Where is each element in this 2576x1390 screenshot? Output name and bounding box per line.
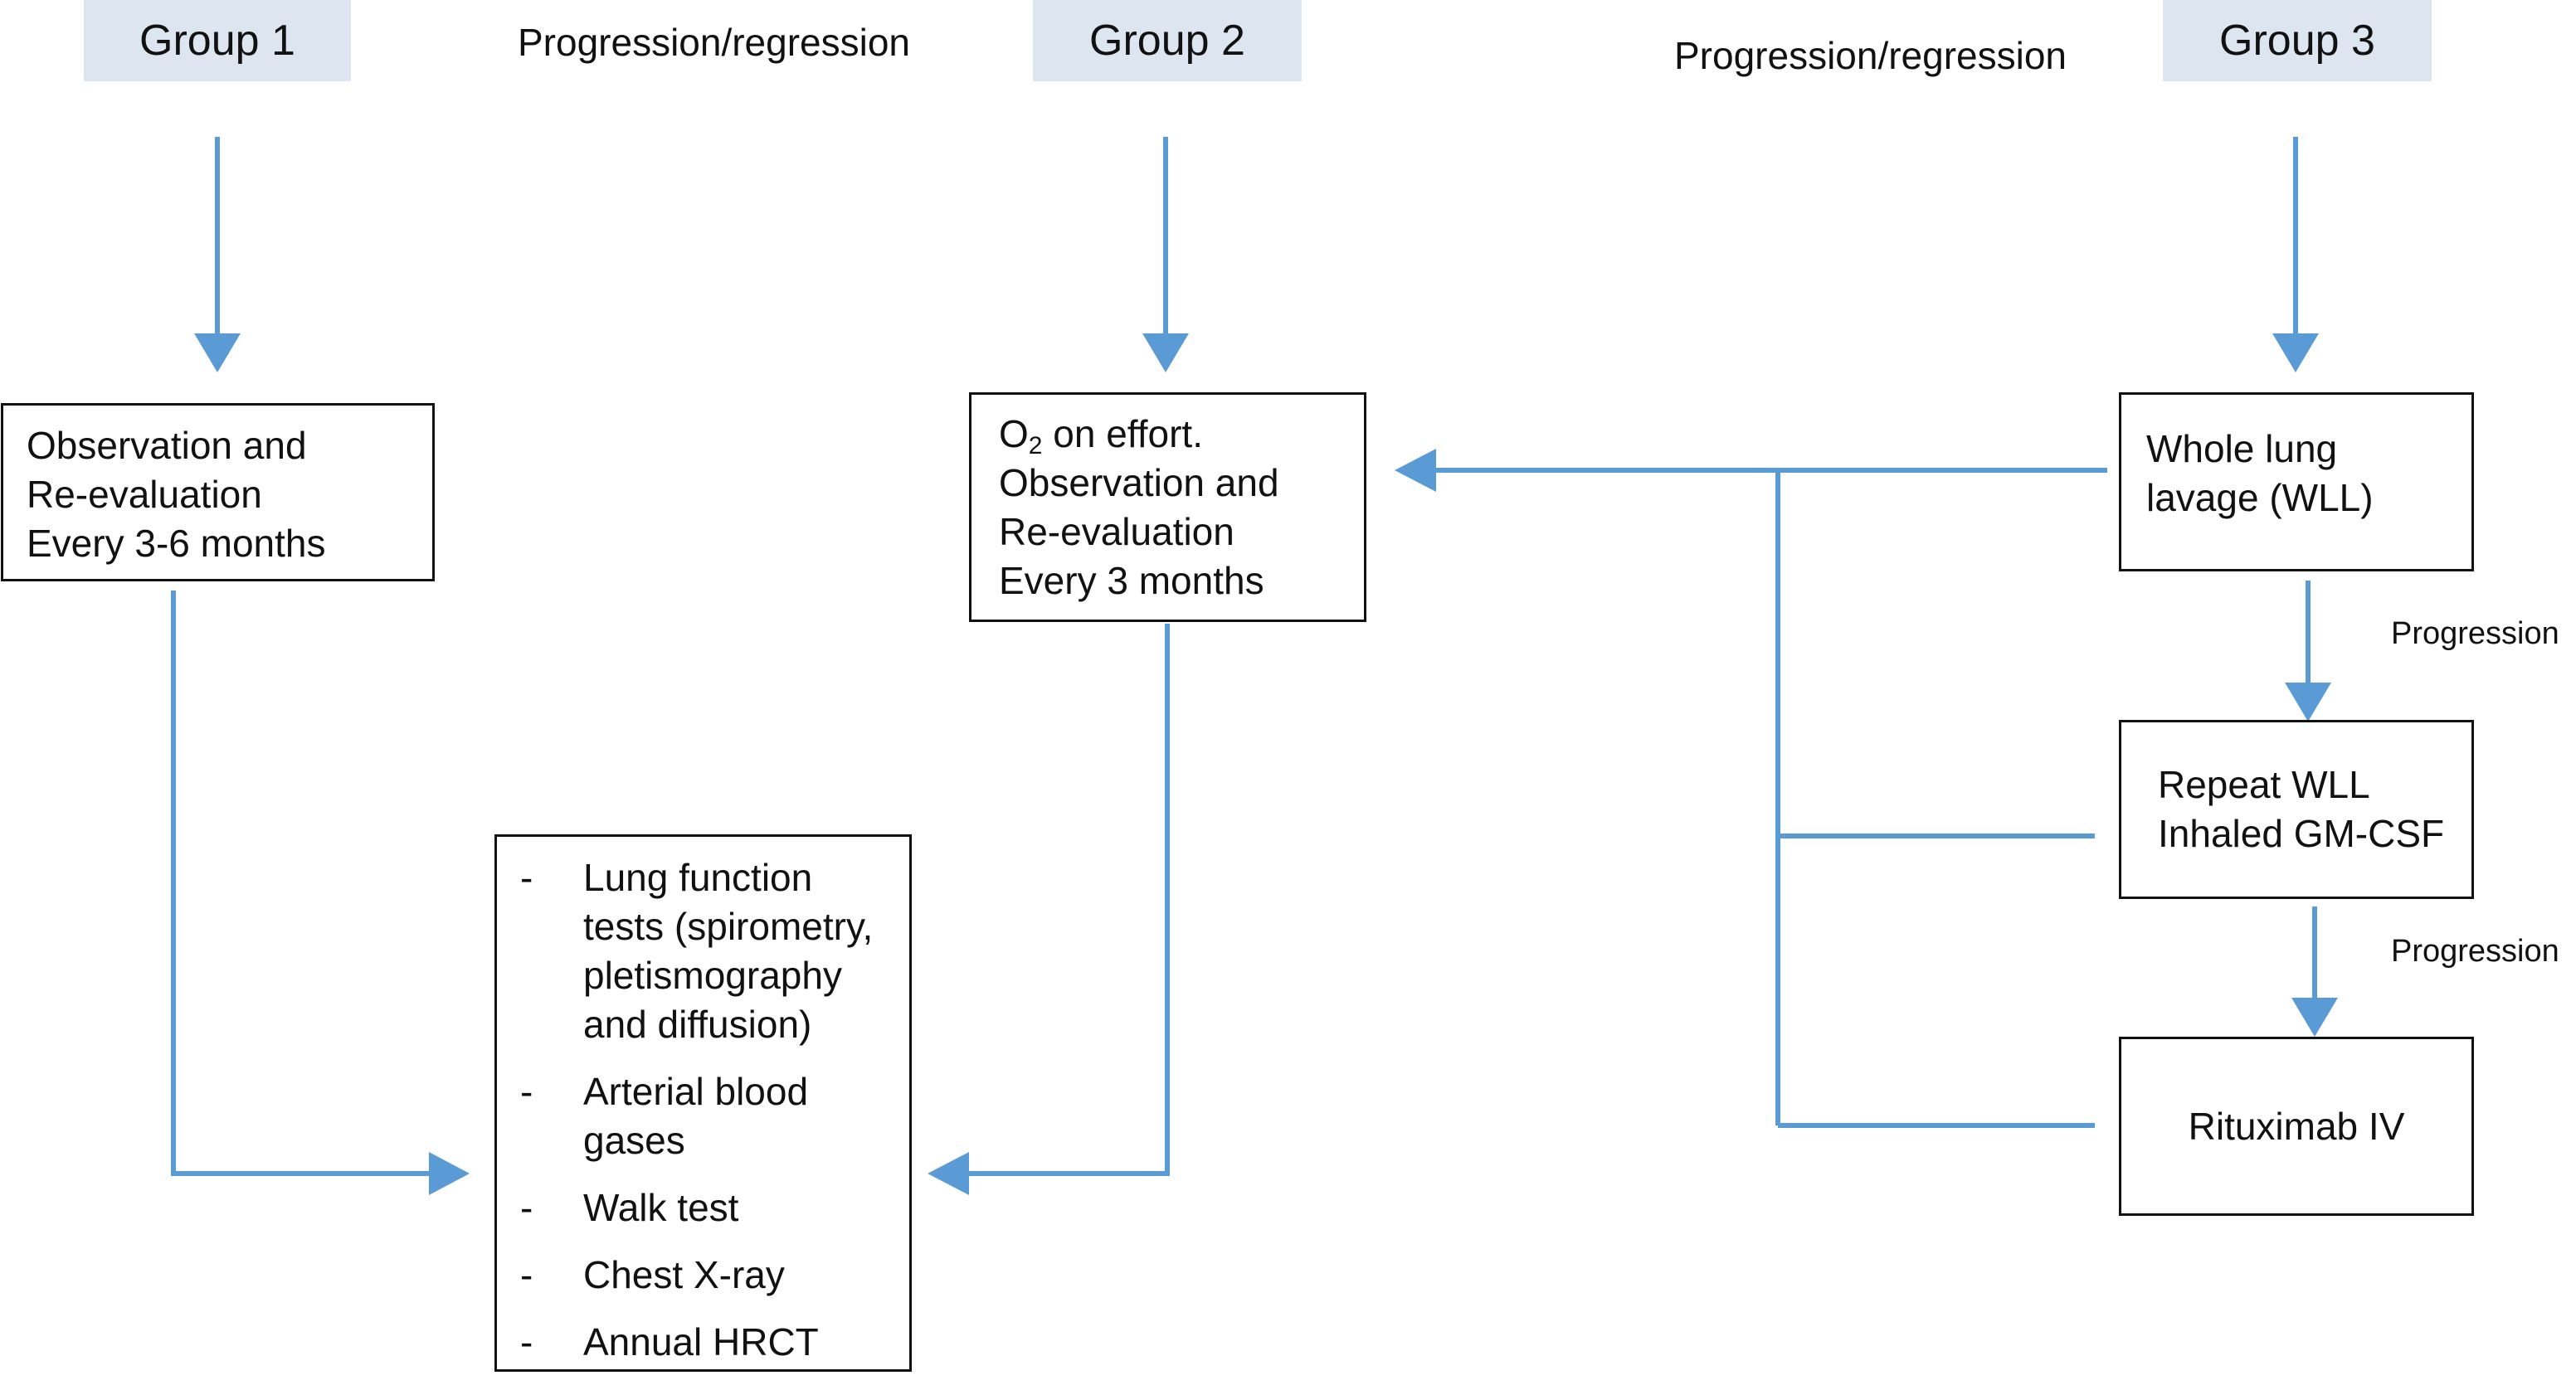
group2-to-tests-connector [967,624,1170,1176]
lung-function-tests-text: Lung function tests (spirometry, pletism… [583,856,874,1046]
group1-progression-regression-label: Progression/regression [518,21,911,64]
observation-3-6-line-1: Observation and [27,424,307,467]
o2-line-2: Observation and [999,461,1279,504]
o2-effort-text: on effort. [1042,412,1203,455]
test-list-item: - Walk test [520,1183,909,1232]
rituximab-arrowhead [2291,998,2338,1037]
o2-line-4: Every 3 months [999,559,1264,602]
list-dash: - [520,1186,533,1229]
o2-symbol: O [999,412,1029,455]
list-dash: - [520,1253,533,1296]
repeat-wll-line-2: Inhaled GM-CSF [2158,812,2445,855]
observation-3-6-months-box: Observation and Re-evaluation Every 3-6 … [1,403,435,581]
o2-box-arrowhead [1395,449,1436,492]
whole-lung-lavage-box: Whole lung lavage (WLL) [2119,392,2474,571]
observation-3-6-line-2: Re-evaluation [27,473,262,516]
tests-right-arrowhead [928,1152,969,1195]
o2-subscript: 2 [1028,432,1043,459]
tests-left-arrowhead [429,1152,470,1195]
wll-line-1: Whole lung [2146,427,2338,470]
rituximab-box: Rituximab IV [2119,1037,2474,1216]
o2-observation-box: O2 on effort. Observation and Re-evaluat… [969,392,1366,622]
chest-x-ray-text: Chest X-ray [583,1253,785,1296]
follow-up-tests-box: - Lung function tests (spirometry, pletis… [494,834,912,1372]
repeat-wll-arrowhead [2285,683,2331,722]
test-list-item: - Lung function tests (spirometry, pletis… [520,853,909,1049]
annual-hrct-text: Annual HRCT [583,1320,819,1363]
walk-test-text: Walk test [583,1186,739,1229]
list-dash: - [520,1320,533,1363]
o2-line-3: Re-evaluation [999,510,1234,553]
observation-3-6-line-3: Every 3-6 months [27,522,326,565]
group2-progression-regression-label: Progression/regression [1674,34,2067,77]
repeat-wll-progression-label: Progression [2391,934,2559,969]
group1-header: Group 1 [84,0,351,81]
list-dash: - [520,856,533,899]
follow-up-tests-list: - Lung function tests (spirometry, pletis… [520,853,909,1367]
arterial-blood-gases-text: Arterial blood gases [583,1070,809,1162]
o2-line-1: O2 on effort. [999,410,1364,459]
group1-to-tests-connector [171,591,431,1176]
wll-progression-label: Progression [2391,616,2559,651]
group2-arrowhead [1142,333,1189,372]
group2-header: Group 2 [1033,0,1302,81]
wll-line-2: lavage (WLL) [2146,476,2374,519]
list-dash: - [520,1070,533,1113]
group3-header: Group 3 [2163,0,2432,81]
test-list-item: - Chest X-ray [520,1251,909,1300]
group1-arrowhead [194,333,241,372]
repeat-wll-line-1: Repeat WLL [2158,763,2370,806]
rituximab-label: Rituximab IV [2188,1104,2405,1148]
test-list-item: - Arterial blood gases [520,1067,909,1165]
test-list-item: - Annual HRCT [520,1318,909,1367]
group3-arrowhead [2272,333,2319,372]
repeat-wll-box: Repeat WLL Inhaled GM-CSF [2119,720,2474,899]
